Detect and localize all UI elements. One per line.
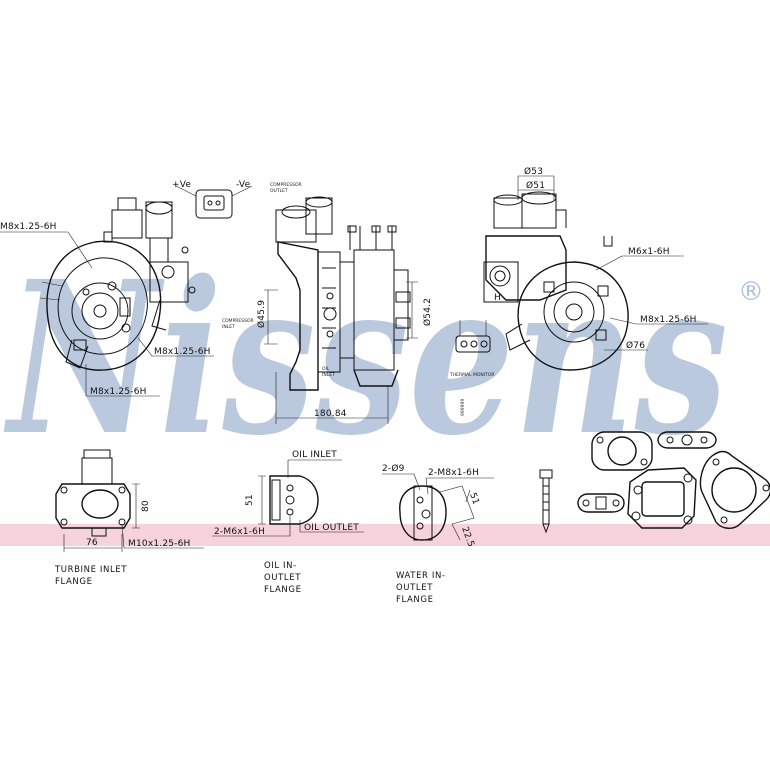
- water-dim-a: 51: [467, 492, 480, 507]
- water-caption-2: OUTLET: [396, 583, 433, 593]
- front-view: +Ve -Ve M8x1.25-6H M8x1.25-6H M8x1.25-6H: [0, 180, 253, 397]
- oil-gasket: [657, 431, 717, 449]
- side-note-bottom: OIL: [322, 366, 330, 372]
- rear-thread-2: M8x1.25-6H: [640, 315, 697, 325]
- turbine-dim-width: 76: [86, 538, 98, 548]
- rear-thread-1: M6x1-6H: [628, 247, 670, 257]
- rear-dim-top1: Ø53: [524, 166, 543, 177]
- rear-note-code: 999999: [460, 399, 466, 416]
- side-note-left: COMPRESSOR: [222, 318, 254, 324]
- round-gasket: [591, 431, 653, 471]
- registered-mark: ®: [738, 277, 764, 307]
- side-note-top2: OUTLET: [270, 188, 288, 194]
- brand-watermark: Nissens ®: [3, 235, 764, 482]
- turbine-caption-2: FLANGE: [55, 577, 93, 587]
- turbine-inlet-flange-detail: 80 76 M10x1.25-6H TURBINE INLET FLANGE: [54, 449, 204, 587]
- oil-caption-1: OIL IN-: [264, 561, 297, 571]
- side-note-bottom2: INLET: [322, 372, 335, 378]
- side-dim-length: 180.84: [314, 409, 347, 419]
- rear-h-mark: H: [494, 293, 501, 303]
- oil-outlet-label: OIL OUTLET: [304, 523, 359, 533]
- front-thread-bottom: M8x1.25-6H: [90, 387, 147, 397]
- oil-caption-3: FLANGE: [264, 585, 302, 595]
- rear-note-connector: THERMAL MONITOR: [449, 372, 495, 378]
- rear-view: Ø53 Ø51 H THERMAL MONITOR 999999 M6: [449, 166, 708, 416]
- gasket-kit: [539, 431, 770, 534]
- water-caption-3: FLANGE: [396, 595, 434, 605]
- rear-dim-top2: Ø51: [526, 180, 545, 191]
- side-dim-left: Ø45.9: [256, 300, 267, 328]
- bolt-part: [539, 469, 553, 534]
- oil-flange-detail: OIL INLET 51 2-M6x1-6H OIL OUTLET OIL IN…: [212, 450, 364, 595]
- water-caption-1: WATER IN-: [396, 571, 446, 581]
- turbine-dim-height: 80: [141, 500, 151, 512]
- side-view: COMPRESSOR OUTLET COMPRESSOR INLET OIL I…: [222, 182, 433, 424]
- water-gasket: [577, 493, 625, 513]
- outlet-gasket: [699, 450, 770, 529]
- turbine-gasket: [627, 467, 697, 529]
- oil-caption-2: OUTLET: [264, 573, 301, 583]
- rear-dim-outlet: Ø76: [626, 340, 645, 351]
- water-flange-detail: 2-Ø9 2-M8x1-6H 51 22.5 WATER IN- OUTLET …: [382, 463, 494, 605]
- oil-inlet-label: OIL INLET: [292, 450, 337, 460]
- connector-minus-label: -Ve: [236, 180, 251, 190]
- background-band: [0, 524, 770, 546]
- oil-dim-height: 51: [245, 494, 255, 506]
- front-thread-top: M8x1.25-6H: [0, 222, 57, 232]
- turbine-caption-1: TURBINE INLET: [54, 565, 127, 575]
- connector-plus-label: +Ve: [172, 180, 191, 190]
- front-thread-mid: M8x1.25-6H: [154, 347, 211, 357]
- water-thread: 2-M8x1-6H: [428, 468, 479, 478]
- side-note-top: COMPRESSOR: [270, 182, 302, 188]
- watermark-text: Nissens: [3, 235, 728, 482]
- oil-thread: 2-M6x1-6H: [214, 527, 265, 537]
- side-note-left2: INLET: [222, 324, 235, 330]
- turbine-thread: M10x1.25-6H: [128, 539, 191, 549]
- side-dim-right: Ø54.2: [422, 298, 433, 326]
- water-holes: 2-Ø9: [382, 463, 405, 474]
